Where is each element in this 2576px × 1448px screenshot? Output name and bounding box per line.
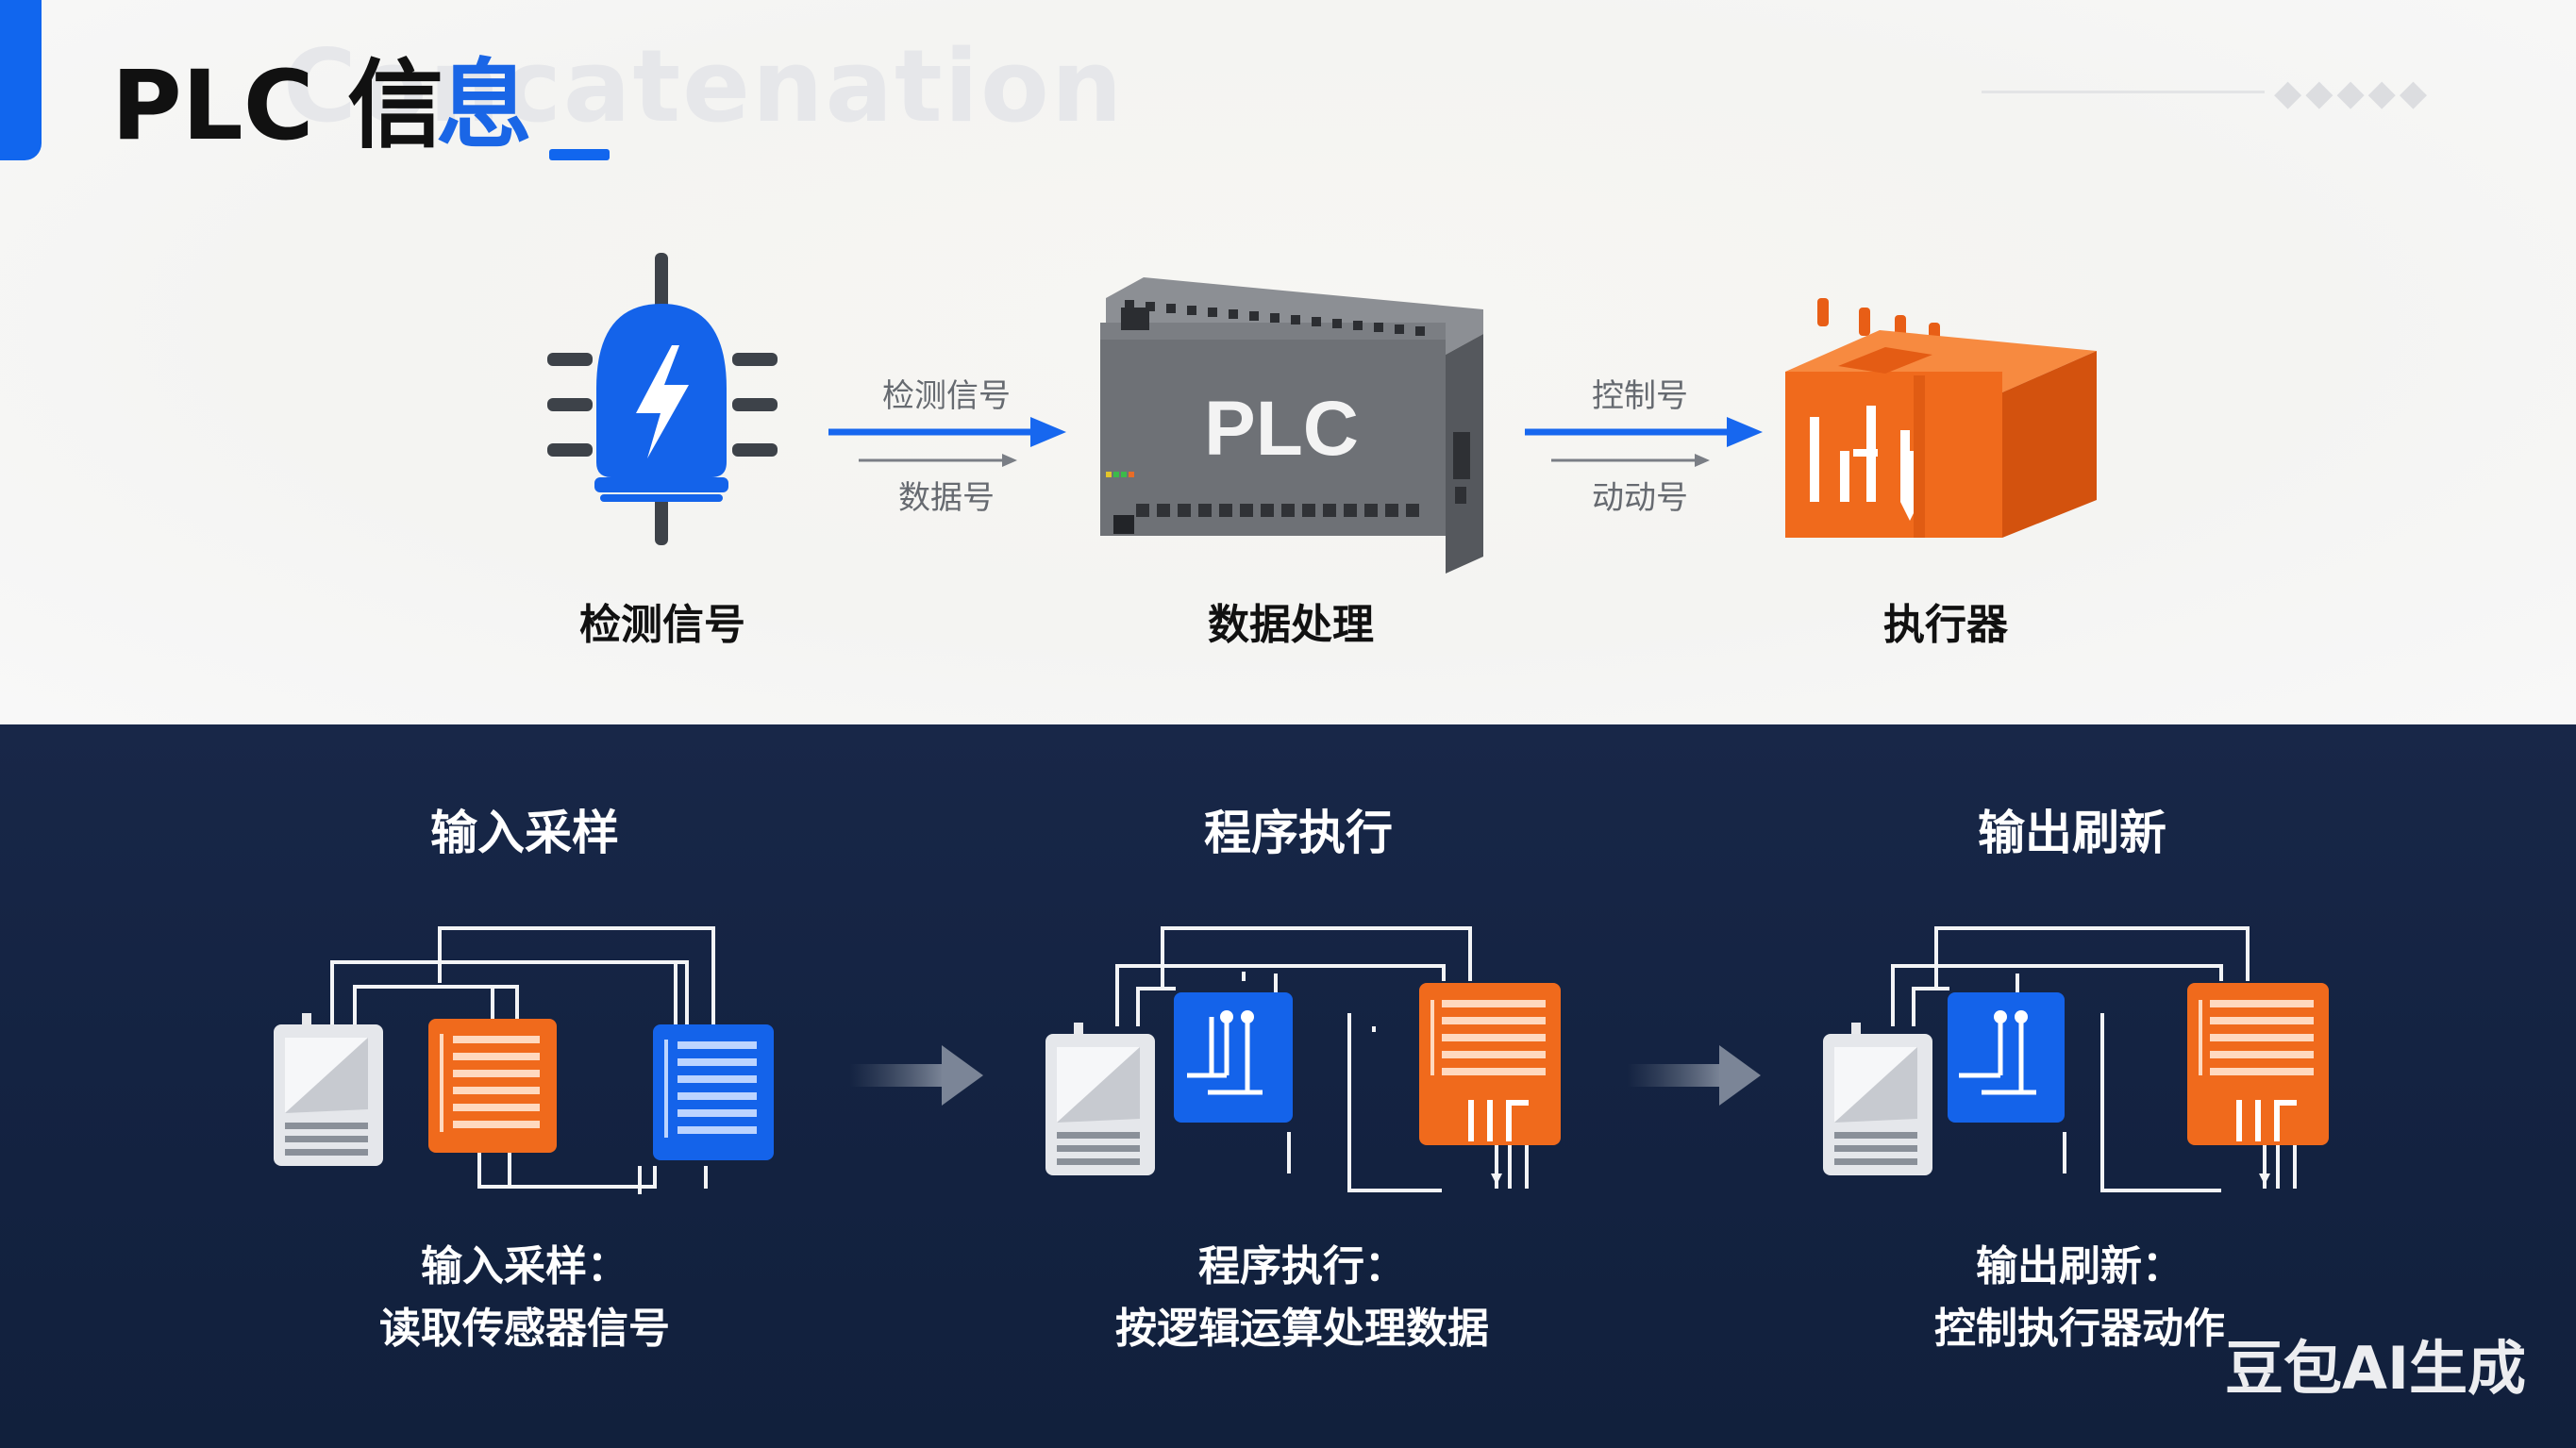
title-prefix: PLC — [111, 50, 314, 162]
arrow1-bottom-label: 数据号 — [898, 479, 995, 517]
actuator-label: 执行器 — [1883, 601, 2008, 649]
stage-desc-execute-line1: 程序执行： — [1198, 1242, 1406, 1290]
stage-arrow-2-icon — [1627, 1045, 1761, 1106]
arrow2-top-label: 控制号 — [1592, 377, 1688, 415]
arrow1-top-label: 检测信号 — [882, 377, 1011, 415]
page-title: PLC 信息 — [111, 58, 532, 155]
title-part1: 信 — [347, 50, 444, 162]
stage-desc-execute: 程序执行： 按逻辑运算处理数据 — [972, 1236, 1632, 1360]
title-underline — [549, 149, 610, 160]
stage-desc-input: 输入采样： 读取传感器信号 — [194, 1236, 855, 1360]
stage-desc-execute-line2: 按逻辑运算处理数据 — [1115, 1305, 1489, 1353]
stage-desc-output: 输出刷新： 控制执行器动作 — [1749, 1236, 2410, 1360]
accent-bar — [0, 0, 42, 160]
plc-device-icon: PLC — [1100, 277, 1483, 574]
program-execution-diagram — [1045, 926, 1561, 1192]
processing-label: 数据处理 — [1208, 601, 1374, 649]
sensor-label: 检测信号 — [579, 601, 745, 649]
sensor-icon — [547, 253, 778, 545]
stage-desc-input-line1: 输入采样： — [421, 1242, 628, 1290]
input-sampling-diagram — [274, 926, 774, 1194]
arrow2-bottom-label: 动动号 — [1592, 479, 1688, 517]
stage-desc-output-line1: 输出刷新： — [1976, 1242, 2183, 1290]
stage-desc-input-line2: 读取传感器信号 — [379, 1305, 670, 1353]
stage-title-input: 输入采样 — [430, 806, 619, 860]
output-refresh-diagram — [1823, 926, 2329, 1192]
stage-arrow-1-icon — [849, 1045, 983, 1106]
ghost-watermark-text: Concatenation — [283, 28, 1125, 144]
stage-title-execute: 程序执行 — [1204, 806, 1393, 860]
stage-desc-output-line2: 控制执行器动作 — [1934, 1305, 2225, 1353]
title-part2: 息 — [436, 50, 533, 162]
stage-title-output: 输出刷新 — [1978, 806, 2166, 860]
actuator-icon — [1785, 298, 2097, 538]
plc-device-text: PLC — [1204, 386, 1359, 472]
ai-watermark: 豆包AI生成 — [2225, 1334, 2527, 1403]
decorative-line — [1982, 91, 2265, 93]
decorative-diamonds-icon: ◆◆◆◆◆ — [2274, 72, 2432, 113]
signal-arrow-2 — [1525, 417, 1763, 467]
signal-arrow-1 — [828, 417, 1066, 467]
